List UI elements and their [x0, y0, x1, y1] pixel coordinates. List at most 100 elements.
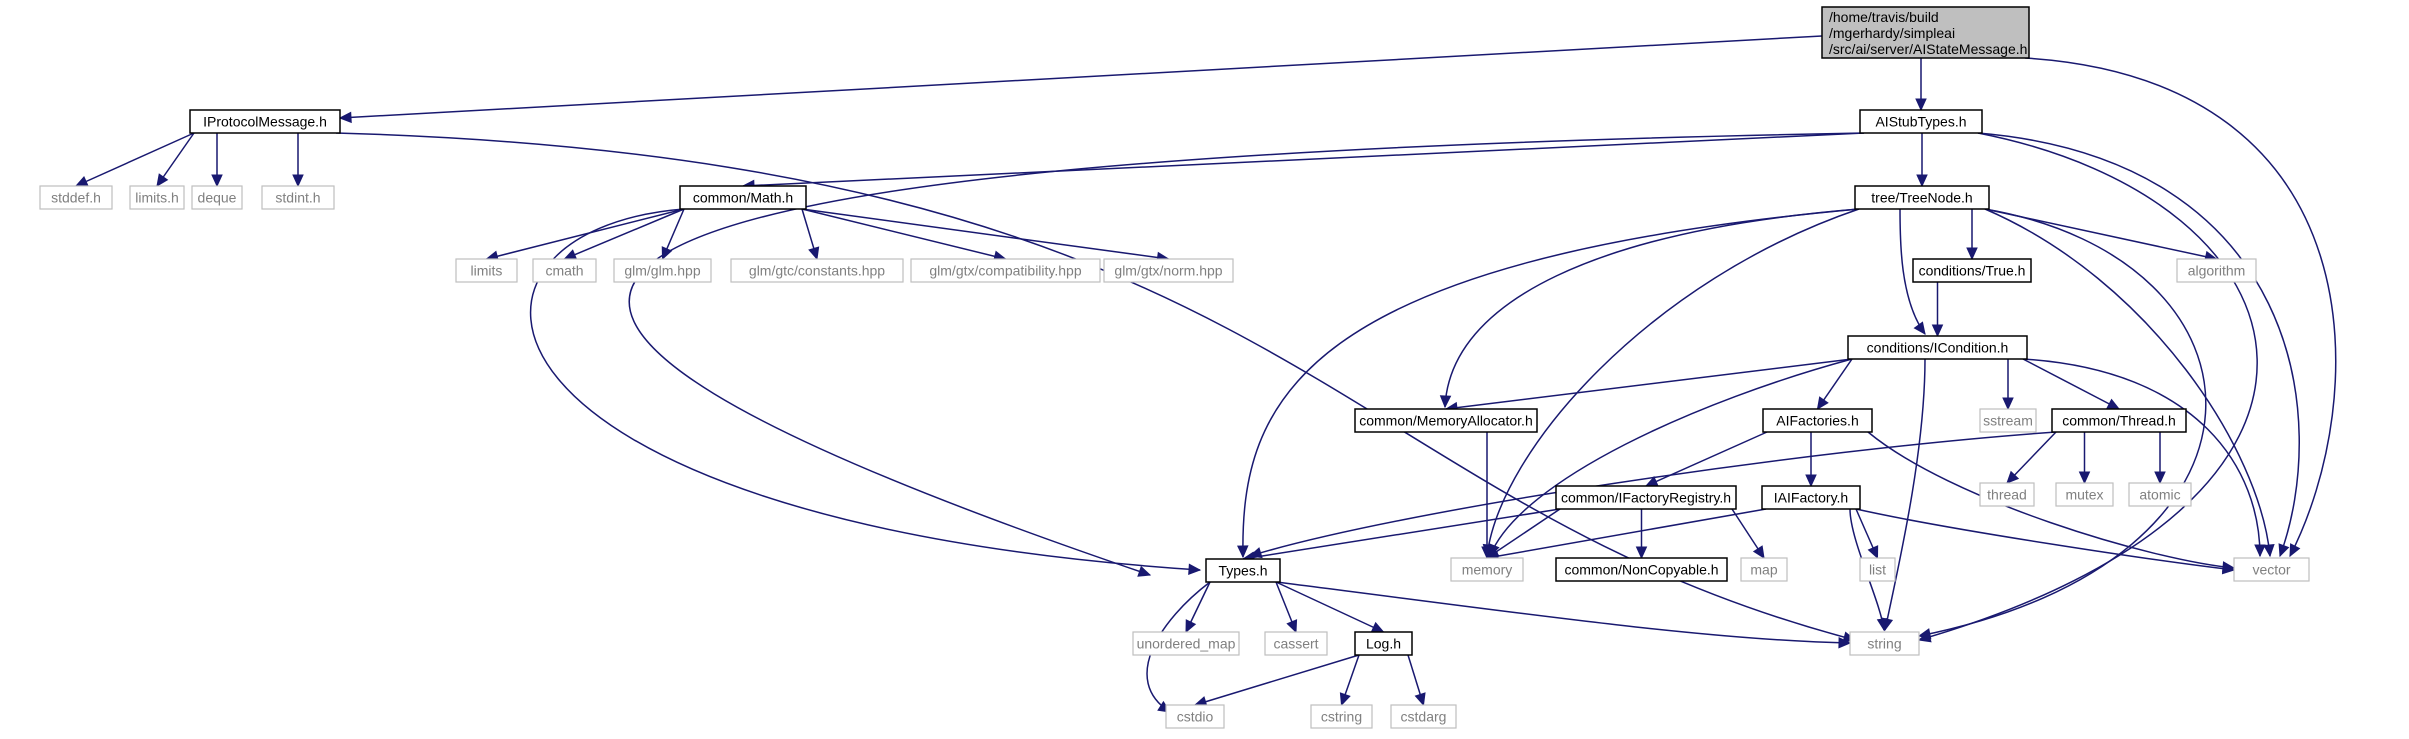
node-limits_h: limits.h: [129, 185, 185, 210]
node-box: [1354, 408, 1538, 433]
edge-types-to-string-arrowhead: [1838, 636, 1852, 649]
node-thread[interactable]: common/Thread.h: [2051, 408, 2187, 433]
node-math[interactable]: common/Math.h: [679, 185, 807, 210]
node-box: [1310, 704, 1373, 729]
node-label: memory: [1462, 562, 1513, 578]
node-box: [1390, 704, 1457, 729]
edge-iaifactory-to-string-arrowhead: [1876, 617, 1889, 632]
node-box: [1132, 631, 1240, 656]
edge-treenode-to-vector: [1984, 208, 2271, 557]
node-noncopy[interactable]: common/NonCopyable.h: [1555, 557, 1728, 582]
node-cassert: cassert: [1264, 631, 1328, 656]
node-label: deque: [198, 190, 237, 206]
root-file-path-line: /mgerhardy/simpleai: [1829, 25, 1955, 41]
root-file-node-box: [1821, 6, 2030, 59]
node-mutex: mutex: [2055, 482, 2114, 507]
edge-icondition-to-memory: [1489, 358, 1853, 557]
node-label: IProtocolMessage.h: [203, 114, 327, 130]
node-treenode[interactable]: tree/TreeNode.h: [1854, 185, 1990, 210]
node-box: [2051, 408, 2187, 433]
edge-root-to-iprotocolmessage: [339, 35, 1823, 119]
node-label: Types.h: [1218, 563, 1267, 579]
node-label: Log.h: [1366, 636, 1401, 652]
node-log[interactable]: Log.h: [1354, 631, 1413, 656]
edge-iprotocolmessage-to-limits_h-arrowhead: [156, 173, 169, 187]
node-label: cstdarg: [1401, 709, 1447, 725]
root-file-path-line: /home/travis/build: [1829, 9, 1939, 25]
edge-treenode-to-types-arrowhead: [1237, 545, 1249, 559]
edge-aistubtypes-to-types-arrowhead: [1137, 565, 1152, 577]
edges-layer: [74, 35, 2337, 713]
node-iaifactory[interactable]: IAIFactory.h: [1761, 485, 1861, 510]
edge-aistubtypes-to-vector: [1977, 132, 2300, 557]
node-box: [189, 109, 341, 134]
node-label: common/IFactoryRegistry.h: [1561, 490, 1731, 506]
node-label: thread: [1987, 487, 2027, 503]
edge-iaifactory-to-memory: [1486, 508, 1767, 559]
edge-thread-to-thread: [2006, 431, 2057, 484]
edge-iprotocolmessage-to-stddef: [75, 132, 195, 187]
node-box: [1762, 408, 1873, 433]
node-cmath: cmath: [532, 258, 597, 283]
node-label: common/Math.h: [693, 190, 793, 206]
edge-thread-to-mutex-arrowhead: [2078, 471, 2091, 485]
node-algorithm: algorithm: [2176, 258, 2257, 283]
node-label: map: [1750, 562, 1777, 578]
node-memory: memory: [1450, 557, 1524, 582]
edge-ifactreg-to-types: [1242, 508, 1561, 560]
node-box: [1354, 631, 1413, 656]
edge-aistubtypes-to-math: [742, 132, 1865, 187]
node-icondition[interactable]: conditions/ICondition.h: [1847, 335, 2028, 360]
node-label: glm/gtx/norm.hpp: [1114, 263, 1222, 279]
node-norm: glm/gtx/norm.hpp: [1103, 258, 1234, 283]
node-label: glm/gtc/constants.hpp: [749, 263, 885, 279]
edge-math-to-types-arrowhead: [1188, 563, 1202, 576]
edge-types-to-log-arrowhead: [1370, 621, 1385, 633]
edge-math-to-constants-arrowhead: [808, 246, 820, 261]
node-aifactories[interactable]: AIFactories.h: [1762, 408, 1873, 433]
node-sstream: sstream: [1979, 408, 2037, 433]
node-box: [455, 258, 518, 283]
edge-types-to-cassert-arrowhead: [1286, 619, 1298, 634]
node-label: limits: [471, 263, 503, 279]
node-box: [2055, 482, 2114, 507]
node-label: glm/glm.hpp: [624, 263, 700, 279]
node-box: [532, 258, 597, 283]
node-label: cmath: [545, 263, 583, 279]
node-box: [910, 258, 1101, 283]
edge-log-to-cstring-arrowhead: [1339, 692, 1351, 707]
node-true[interactable]: conditions/True.h: [1912, 258, 2032, 283]
node-box: [730, 258, 904, 283]
node-glm: glm/glm.hpp: [613, 258, 712, 283]
node-box: [1854, 185, 1990, 210]
node-types[interactable]: Types.h: [1205, 558, 1281, 583]
node-memalloc[interactable]: common/MemoryAllocator.h: [1354, 408, 1538, 433]
edge-icondition-to-thread-arrowhead: [2106, 398, 2121, 410]
node-box: [1979, 408, 2037, 433]
edge-math-to-compat: [801, 208, 1006, 260]
node-deque: deque: [191, 185, 243, 210]
node-label: string: [1867, 636, 1901, 652]
edge-aifactories-to-ifactreg: [1645, 431, 1768, 487]
edge-log-to-cstdio: [1194, 654, 1360, 706]
node-ifactreg[interactable]: common/IFactoryRegistry.h: [1555, 485, 1737, 510]
edge-thread-to-thread-arrowhead: [2006, 470, 2020, 484]
root-file-path-line: /src/ai/server/AIStateMessage.h: [1829, 41, 2027, 57]
node-label: mutex: [2065, 487, 2103, 503]
node-aistubtypes[interactable]: AIStubTypes.h: [1859, 109, 1983, 134]
node-unordered_map: unordered_map: [1132, 631, 1240, 656]
node-box: [1740, 557, 1788, 582]
node-label: glm/gtx/compatibility.hpp: [929, 263, 1081, 279]
node-compat: glm/gtx/compatibility.hpp: [910, 258, 1101, 283]
edge-ifactreg-to-map-arrowhead: [1752, 545, 1765, 560]
node-cstring: cstring: [1310, 704, 1373, 729]
node-list: list: [1859, 557, 1896, 582]
edge-treenode-to-types: [1242, 208, 1860, 558]
edge-icondition-to-thread: [2022, 358, 2120, 410]
edge-types-to-unordered_map-arrowhead: [1185, 619, 1197, 634]
node-box: [129, 185, 185, 210]
node-iprotocolmessage[interactable]: IProtocolMessage.h: [189, 109, 341, 134]
node-label: conditions/True.h: [1919, 263, 2026, 279]
node-box: [1847, 335, 2028, 360]
node-label: tree/TreeNode.h: [1871, 190, 1972, 206]
